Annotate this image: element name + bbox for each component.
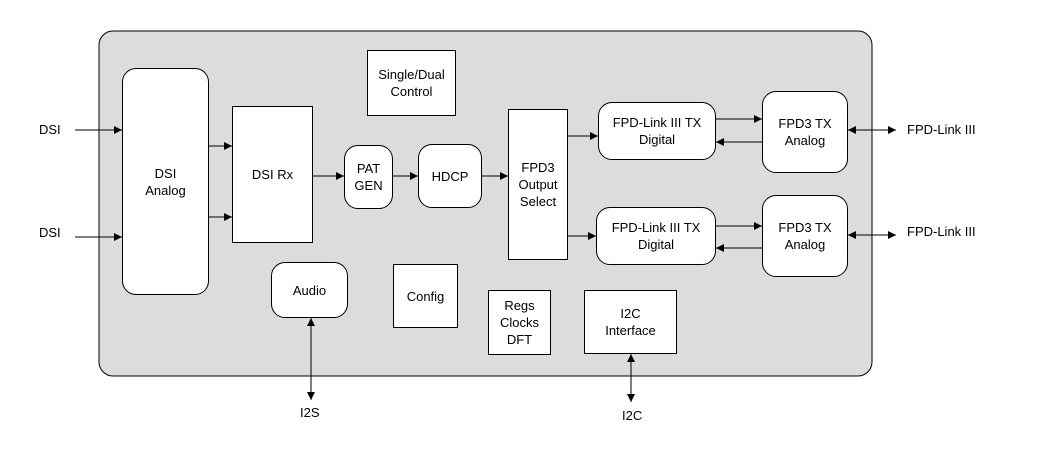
i2c-interface-block: I2C Interface [584, 290, 677, 354]
fpd3-output-select-block: FPD3 Output Select [508, 109, 568, 260]
dsi-input-label-2: DSI [39, 225, 61, 240]
fpd-link-tx-digital-block-2: FPD-Link III TX Digital [596, 207, 716, 265]
fpd-link-output-label-1: FPD-Link III [907, 122, 976, 137]
audio-block: Audio [271, 262, 348, 318]
config-block: Config [393, 264, 458, 328]
hdcp-block: HDCP [418, 144, 482, 208]
regs-clocks-dft-block: Regs Clocks DFT [488, 290, 551, 355]
dsi-input-label-1: DSI [39, 122, 61, 137]
fpd-link-output-label-2: FPD-Link III [907, 224, 976, 239]
single-dual-control-block: Single/Dual Control [367, 50, 456, 116]
i2s-label: I2S [300, 405, 320, 420]
dsi-rx-block: DSI Rx [232, 106, 313, 243]
fpd3-tx-analog-block-1: FPD3 TX Analog [762, 91, 848, 173]
i2c-label: I2C [622, 408, 643, 423]
fpd3-tx-analog-block-2: FPD3 TX Analog [762, 195, 848, 277]
fpd-link-tx-digital-block-1: FPD-Link III TX Digital [598, 102, 716, 160]
dsi-analog-block: DSI Analog [122, 68, 209, 295]
pat-gen-block: PAT GEN [344, 145, 393, 209]
